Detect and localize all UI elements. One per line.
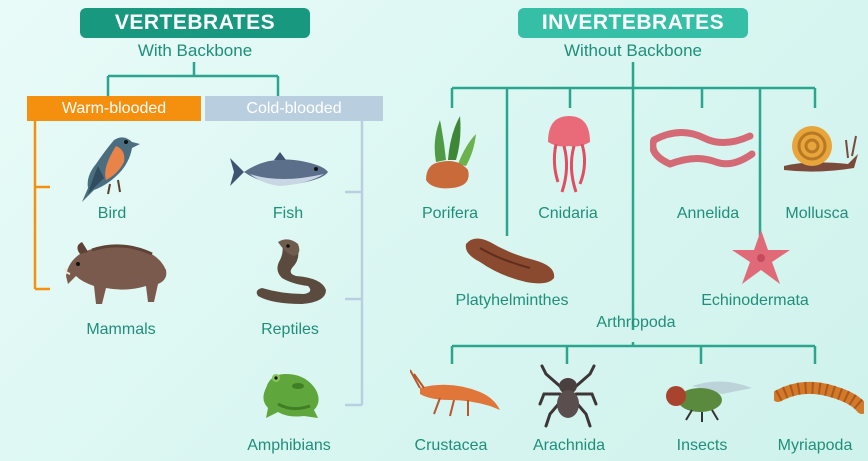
echinodermata-image	[730, 228, 792, 288]
cnidaria-image	[544, 112, 594, 198]
insects-image	[662, 372, 754, 422]
crustacea-label: Crustacea	[398, 437, 504, 455]
bird-label: Bird	[62, 205, 162, 223]
crustacea-image	[410, 364, 502, 420]
annelida-label: Annelida	[662, 205, 754, 223]
insects-label: Insects	[664, 437, 740, 455]
platyhelminthes-label: Platyhelminthes	[430, 292, 594, 310]
invertebrates-title: INVERTEBRATES	[518, 8, 748, 38]
annelida-image	[650, 124, 760, 174]
platyhelminthes-image	[460, 232, 560, 288]
mollusca-label: Mollusca	[770, 205, 864, 223]
myriapoda-label: Myriapoda	[764, 437, 866, 455]
vertebrates-title: VERTEBRATES	[80, 8, 310, 38]
bird-image	[74, 128, 146, 206]
mollusca-image	[778, 120, 862, 172]
fish-image	[230, 150, 330, 194]
mammals-label: Mammals	[56, 321, 186, 339]
fish-label: Fish	[250, 205, 326, 223]
arachnida-image	[538, 364, 598, 428]
mammal-image	[62, 236, 174, 308]
porifera-label: Porifera	[407, 205, 493, 223]
cold-blooded-tag: Cold-blooded	[205, 96, 383, 121]
arthropoda-label: Arthropoda	[578, 314, 694, 332]
invertebrates-subtitle: Without Backbone	[532, 41, 734, 61]
vertebrates-subtitle: With Backbone	[95, 41, 295, 61]
arachnida-label: Arachnida	[522, 437, 616, 455]
warm-blooded-tag: Warm-blooded	[27, 96, 201, 121]
reptile-image	[252, 238, 340, 308]
amphibian-image	[258, 366, 324, 422]
echinodermata-label: Echinodermata	[680, 292, 830, 310]
porifera-image	[422, 110, 482, 190]
amphibians-label: Amphibians	[226, 437, 352, 455]
cnidaria-label: Cnidaria	[523, 205, 613, 223]
myriapoda-image	[774, 378, 864, 418]
reptiles-label: Reptiles	[240, 321, 340, 339]
